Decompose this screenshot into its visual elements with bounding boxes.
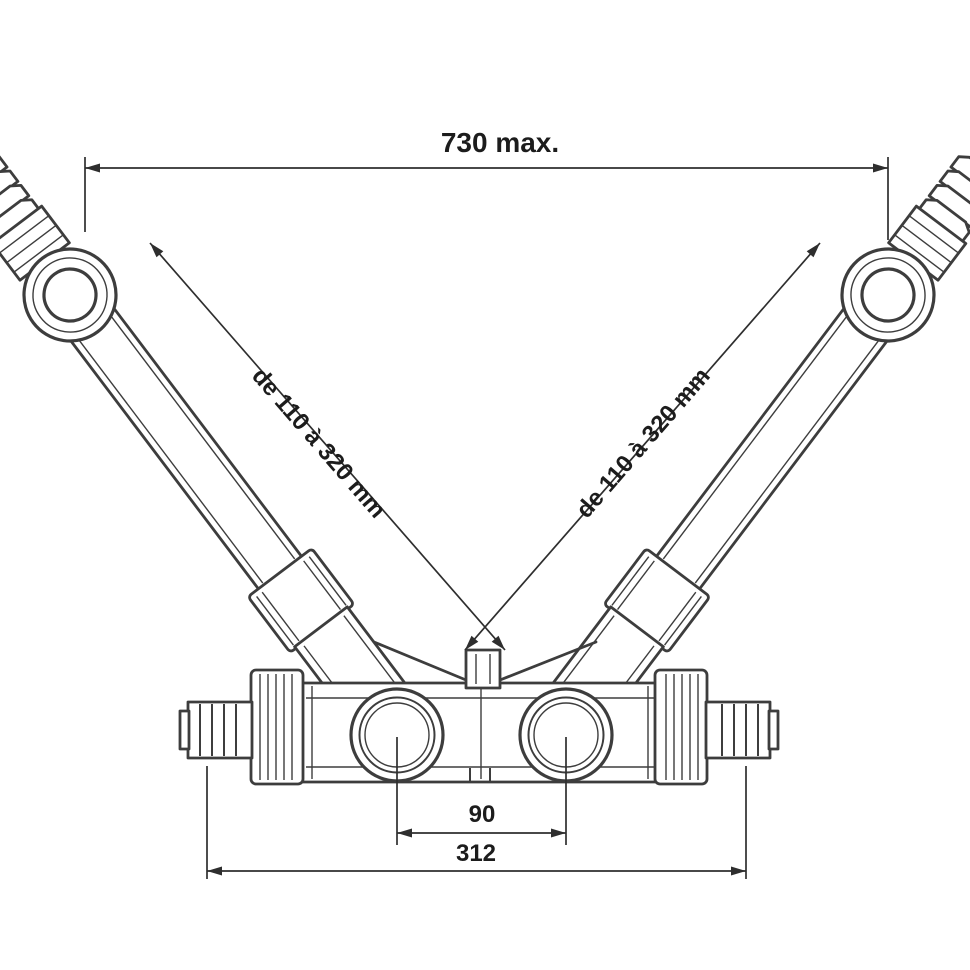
right-elbow-edge xyxy=(498,640,598,682)
dimension-90-label: 90 xyxy=(469,801,496,828)
hose-barb-right xyxy=(704,700,780,760)
dimension-overall-width: 730 max. xyxy=(84,127,889,240)
elbow-union-right xyxy=(518,687,614,783)
dimension-outlet-spacing: 90 xyxy=(396,737,567,845)
left-elbow-edge xyxy=(372,640,468,682)
dimension-body-width: 312 xyxy=(206,766,747,879)
center-clamp xyxy=(464,648,502,690)
dimension-730-label: 730 max. xyxy=(441,127,559,158)
union-nut-right xyxy=(653,668,709,786)
union-nut-left xyxy=(249,668,305,786)
manifold-body xyxy=(178,640,780,786)
dimension-312-label: 312 xyxy=(456,840,496,867)
hose-barb-left xyxy=(178,700,254,760)
